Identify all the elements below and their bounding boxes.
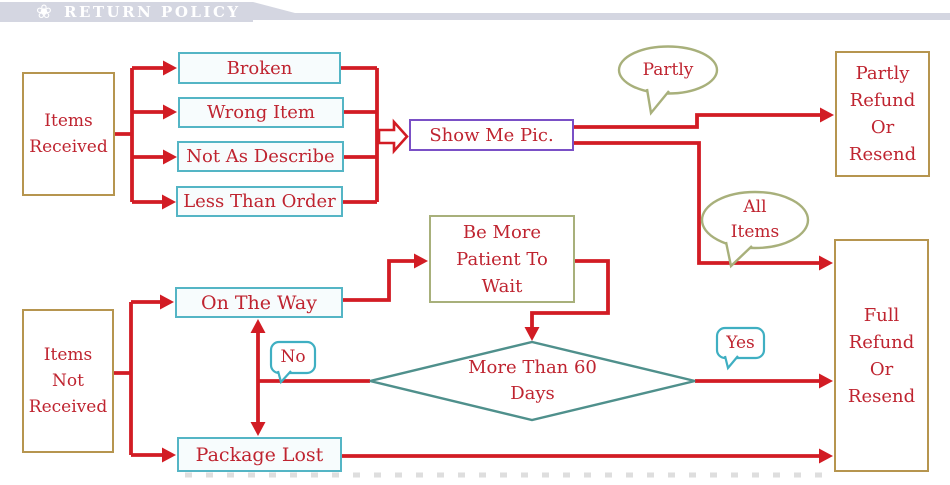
partly-bubble-shape: [617, 45, 719, 116]
arrowheads: [160, 60, 834, 464]
flower-icon: ❀: [36, 1, 52, 23]
header-ribbon-strip: [253, 13, 950, 20]
yes-label: Yes: [726, 332, 755, 353]
items-received-box: Items Received: [22, 72, 115, 196]
reason-box-broken: Broken: [178, 52, 341, 84]
red-connectors: [114, 66, 821, 458]
hollow-arrow-icon: [377, 118, 409, 155]
yes-bubble-shape: [715, 326, 766, 371]
package-lost-box: Package Lost: [177, 437, 342, 472]
header-ribbon-slant: [253, 2, 295, 13]
on-the-way-box: On The Way: [175, 287, 343, 318]
no-label: No: [280, 347, 306, 367]
reason-box-wrong-item: Wrong Item: [178, 97, 344, 128]
be-more-patient-box: Be More Patient To Wait: [429, 215, 575, 303]
show-me-pic-box: Show Me Pic.: [409, 119, 574, 151]
all-items-bubble-shape: [700, 190, 810, 269]
partly-bubble-label: Partly: [642, 60, 694, 80]
decision-label: More Than 60 Days: [468, 357, 597, 404]
all-items-bubble-label: All Items: [730, 197, 780, 242]
page-title: RETURN POLICY: [64, 3, 241, 21]
partly-refund-box: Partly Refund Or Resend: [835, 51, 930, 177]
reason-box-less-than-order: Less Than Order: [176, 186, 343, 217]
header-ribbon: [0, 2, 253, 22]
full-refund-box: Full Refund Or Resend: [834, 239, 929, 472]
decision-diamond: [369, 340, 696, 422]
items-not-received-box: Items Not Received: [22, 309, 114, 453]
reason-box-not-as-describe: Not As Describe: [177, 141, 344, 172]
no-bubble-shape: [269, 340, 317, 385]
